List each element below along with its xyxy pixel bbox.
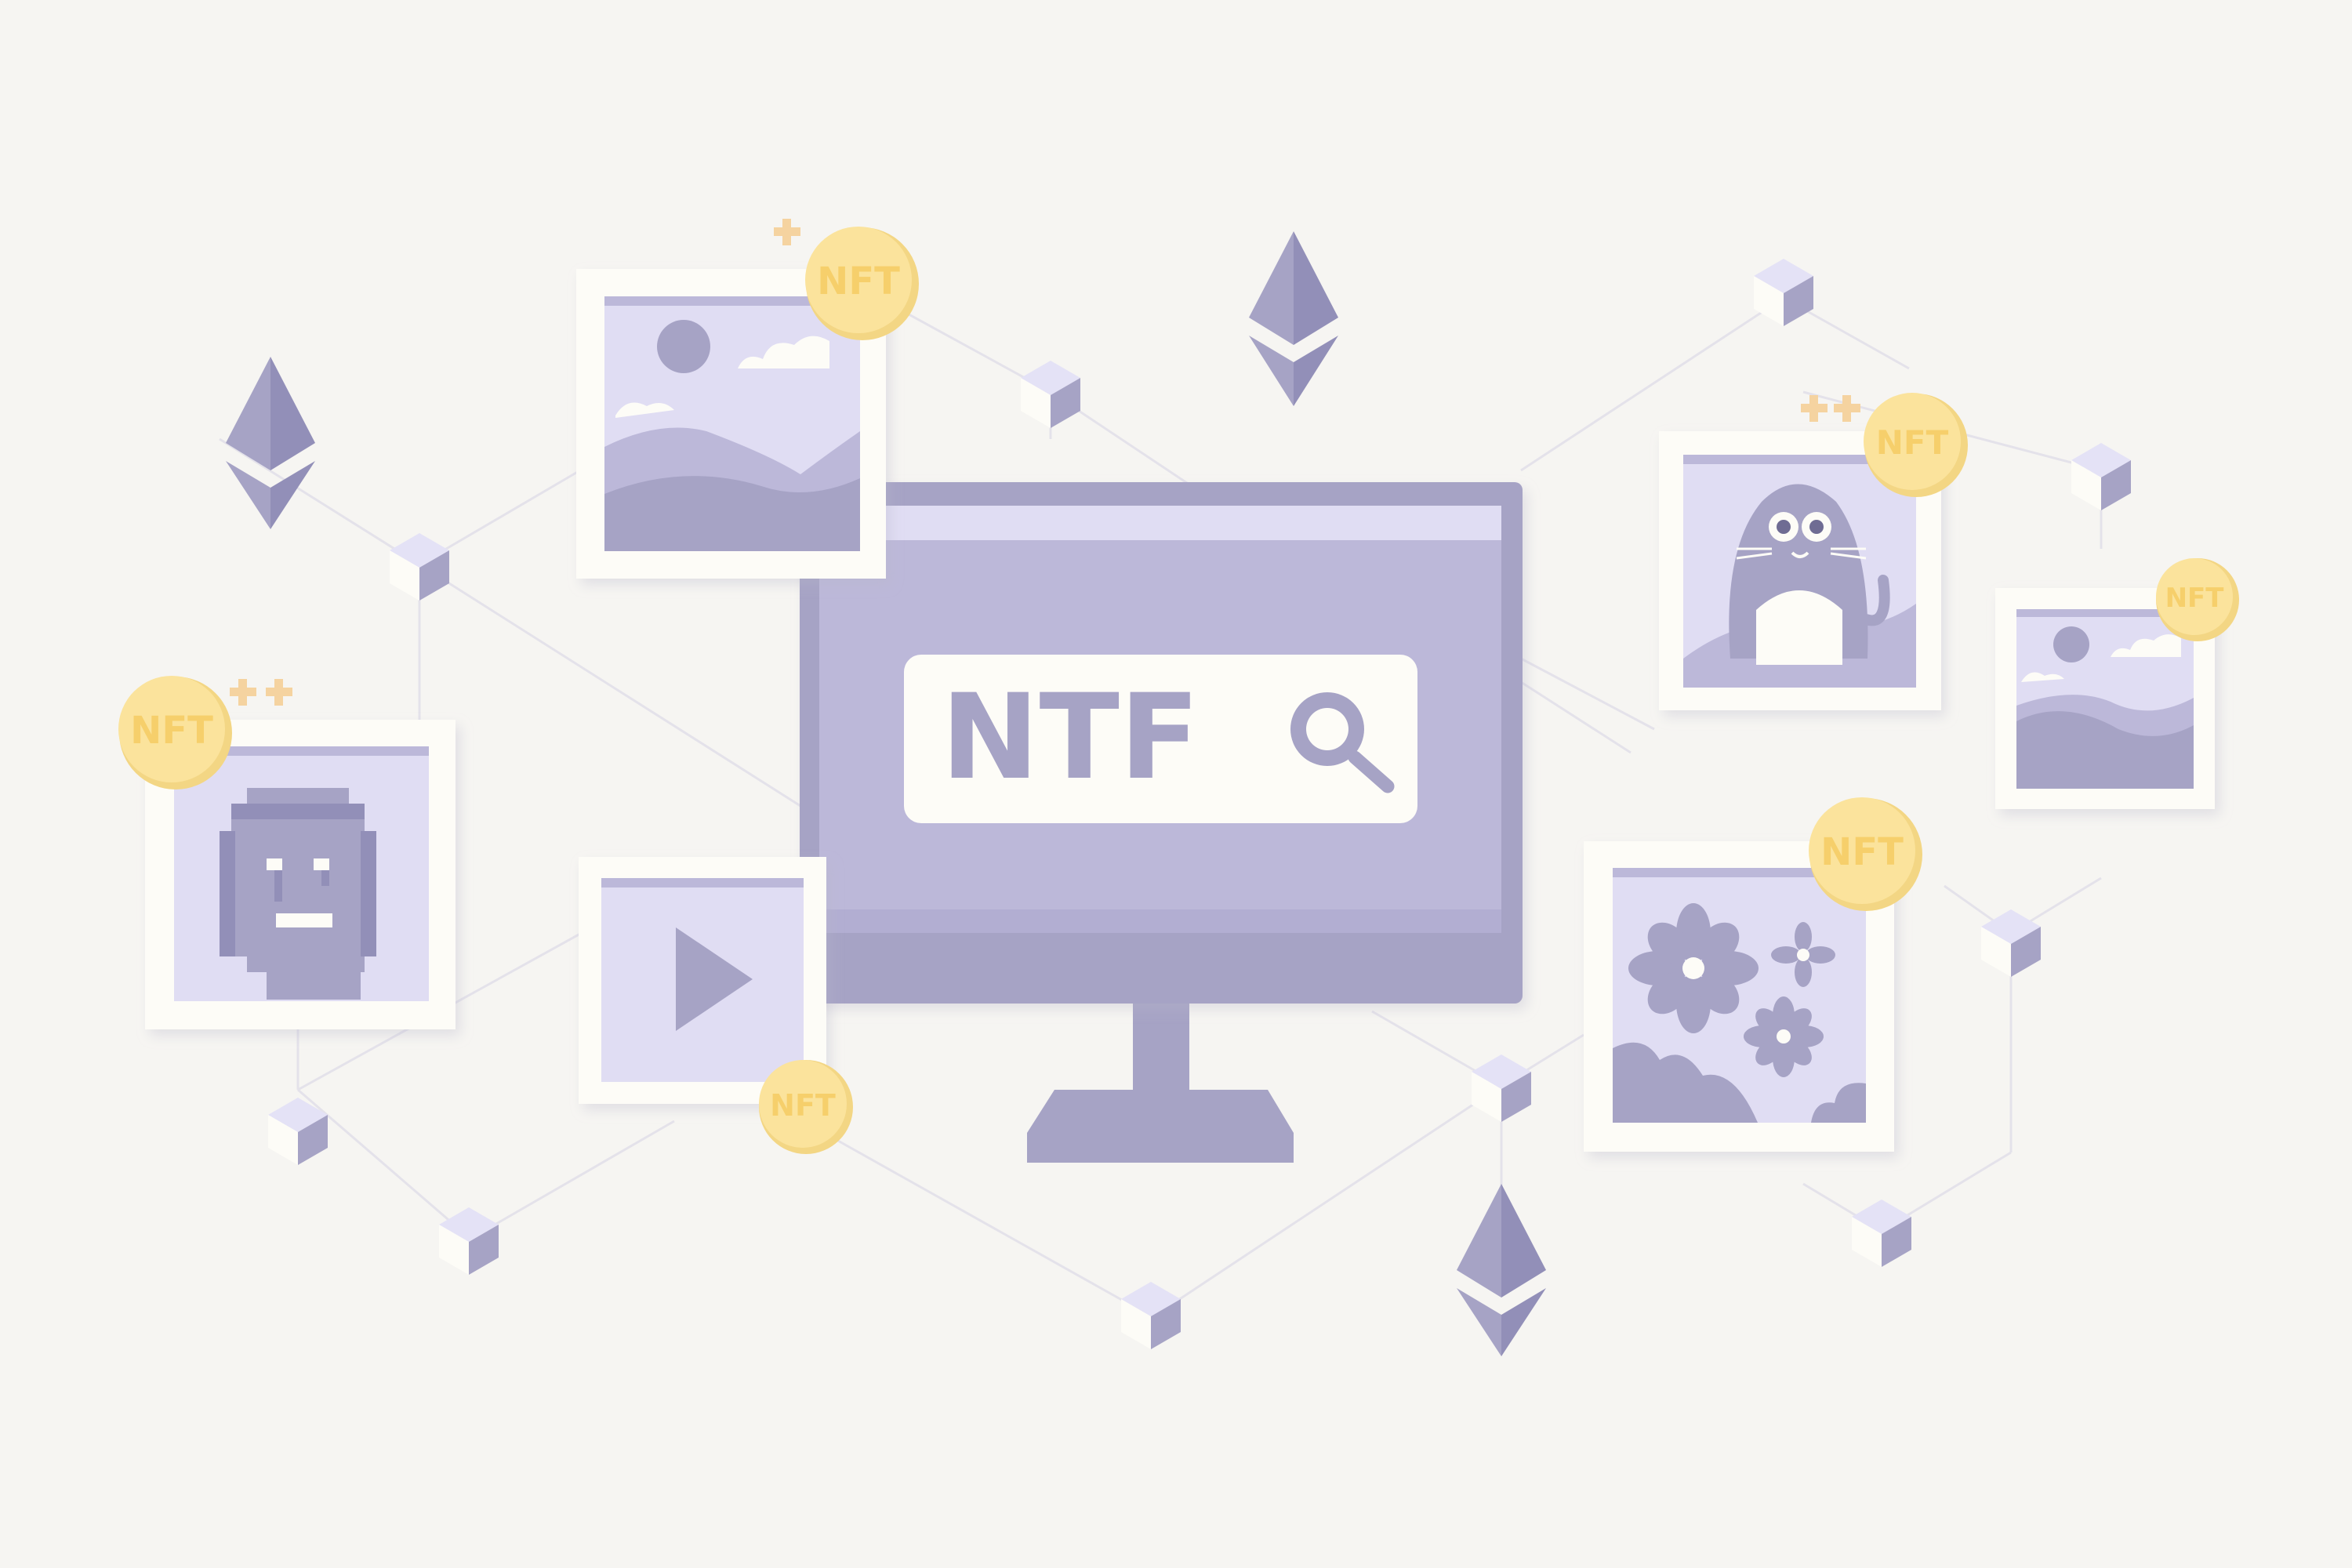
svg-text:NFT: NFT [817,260,900,303]
nft-cat-artwork[interactable] [1659,431,1941,710]
svg-text:NFT: NFT [770,1088,836,1123]
svg-text:NFT: NFT [1820,830,1904,874]
block-cube-icon [1852,1200,1911,1267]
svg-text:NFT: NFT [130,709,213,753]
flower-medium [1744,996,1824,1077]
block-cube-icon [390,533,449,601]
block-cube-icon [1981,909,2041,977]
block-cube-icon [1021,361,1080,428]
svg-text:NFT: NFT [1876,423,1949,462]
flower-large [1628,903,1759,1033]
ethereum-icon [1249,231,1338,406]
nft-landscape-artwork[interactable] [576,269,886,579]
block-cube-icon [439,1207,499,1275]
search-icon[interactable] [1290,692,1395,793]
nft-coin-badge: NFT [2156,558,2239,641]
plus-sparkle-icon [230,219,1860,706]
block-cube-icon [1121,1282,1181,1349]
nft-coin-badge: NFT [118,676,232,789]
nft-video-artwork[interactable] [579,857,826,1104]
search-query-text: NTF [941,670,1200,806]
block-cube-icon [268,1098,328,1165]
block-cube-icon [2071,443,2131,510]
nft-pixel-face-artwork[interactable] [145,720,456,1029]
ethereum-icon [1457,1184,1546,1356]
nft-coin-badge: NFT [1864,393,1968,497]
nft-coin-badge: NFT [759,1060,853,1154]
block-cube-icon [1754,259,1813,326]
nft-coin-badge: NFT [805,227,919,340]
search-bar[interactable]: NTF [904,655,1417,823]
flower-small [1771,922,1835,987]
ethereum-icon [226,357,315,529]
pixel-face [220,788,376,1000]
nft-coin-badge: NFT [1809,797,1922,911]
block-cube-icon [1472,1054,1531,1122]
play-icon[interactable] [676,927,753,1031]
cat-character [1729,484,1890,665]
svg-text:NFT: NFT [2165,583,2225,614]
